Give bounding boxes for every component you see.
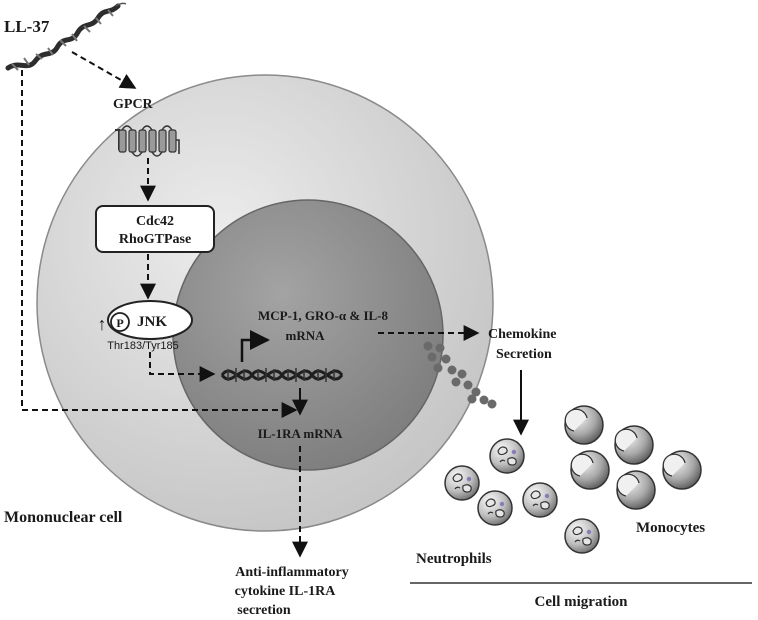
monocytes-label: Monocytes <box>636 520 705 536</box>
chemokine-label: Chemokine <box>488 327 556 342</box>
up-arrow-icon: ↑ <box>98 314 107 334</box>
monocyte-cell-icon <box>662 450 702 490</box>
jnk-to-dna-arrow <box>149 352 216 382</box>
monocyte-cell-icon <box>564 405 604 445</box>
cdc42-label: Cdc42 <box>136 214 174 229</box>
monocyte-cell-icon <box>570 450 610 490</box>
chemokine-granules <box>423 341 497 409</box>
jnk-label: JNK <box>137 314 167 330</box>
chemokine-mrna-label: MCP-1, GRO-α & IL-8 <box>258 308 389 323</box>
thr-tyr-label: Thr183/Tyr185 <box>107 340 179 352</box>
transcription-arrow <box>240 330 270 362</box>
ll37-to-gpcr-arrow <box>71 51 137 89</box>
phospho-label: P <box>116 316 123 330</box>
monocytes-group <box>564 405 702 510</box>
secretion-label: secretion <box>237 603 291 618</box>
cdc42-box <box>95 205 215 253</box>
neutrophil-cell-icon <box>564 518 600 554</box>
cell-migration-label: Cell migration <box>535 594 629 610</box>
ll37-helix-icon <box>5 2 127 71</box>
neutrophil-cell-icon <box>477 490 513 526</box>
neutrophil-cell-icon <box>444 465 480 501</box>
gpcr-receptor-icon <box>115 125 180 157</box>
neutrophil-cell-icon <box>489 438 525 474</box>
neutrophil-cell-icon <box>522 482 558 518</box>
monocyte-cell-icon <box>616 470 656 510</box>
mononuclear-cell-label: Mononuclear cell <box>4 509 123 526</box>
rhogtpase-label: RhoGTPase <box>119 232 191 247</box>
dna-helix-icon <box>220 368 344 382</box>
cytokine-il1ra-label: cytokine IL-1RA <box>235 584 337 599</box>
mrna-label: mRNA <box>286 328 326 343</box>
secretion-label-2: Secretion <box>496 347 552 362</box>
monocyte-cell-icon <box>614 425 654 465</box>
phospho-icon <box>110 312 130 332</box>
gpcr-label: GPCR <box>113 97 154 112</box>
anti-inflammatory-label: Anti-inflammatory <box>235 565 349 580</box>
ll37-label: LL-37 <box>4 17 50 36</box>
il1ra-mrna-label: IL-1RA mRNA <box>258 426 343 441</box>
jnk-ellipse <box>107 300 193 340</box>
ll37-to-il1ra-arrow <box>21 70 298 418</box>
neutrophils-label: Neutrophils <box>416 551 492 567</box>
